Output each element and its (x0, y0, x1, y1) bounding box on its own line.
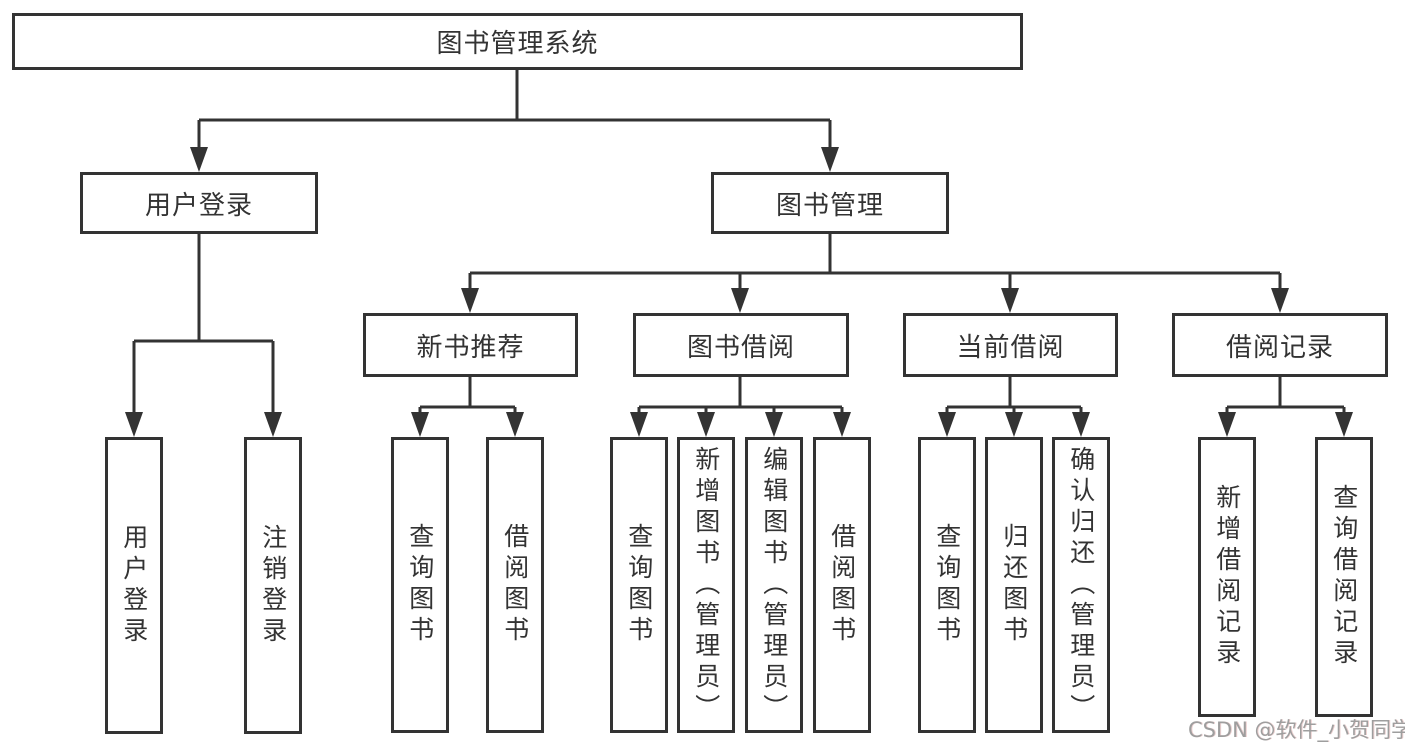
leaf-current-return-books: 归还图书 (985, 437, 1043, 733)
leaf-records-query-record-label: 查询借阅记录 (1329, 484, 1359, 670)
connector-bookborrow-to-leaves (637, 377, 844, 419)
leaf-borrow-add-books-admin-label: 新增图书（管理员） (691, 445, 721, 725)
leaf-borrow-borrow-books-label: 借阅图书 (827, 523, 857, 647)
leaf-records-add-record-label: 新增借阅记录 (1212, 484, 1242, 670)
node-new-book-recommend-label: 新书推荐 (416, 332, 525, 363)
leaf-logout: 注销登录 (244, 437, 302, 734)
arrow-down-icon (125, 412, 143, 437)
arrow-down-icon (1271, 288, 1289, 313)
leaf-records-add-record: 新增借阅记录 (1198, 437, 1256, 717)
arrow-down-icon (697, 412, 715, 437)
arrow-down-icon (765, 412, 783, 437)
node-book-management-module-label: 图书管理 (775, 190, 884, 221)
leaf-current-confirm-return-admin: 确认归还（管理员） (1052, 437, 1110, 733)
leaf-newrec-borrow-books: 借阅图书 (486, 437, 544, 733)
node-book-management-module: 图书管理 (711, 172, 949, 234)
arrow-down-icon (506, 412, 524, 437)
connector-records-to-leaves (1225, 377, 1346, 419)
leaf-borrow-edit-books-admin-label: 编辑图书（管理员） (759, 445, 789, 725)
arrow-down-icon (1218, 412, 1236, 437)
leaf-current-confirm-return-admin-label: 确认归还（管理员） (1066, 445, 1096, 725)
node-user-login-module-label: 用户登录 (144, 190, 253, 221)
leaf-user-login-label: 用户登录 (119, 523, 149, 648)
leaf-current-return-books-label: 归还图书 (999, 523, 1029, 647)
connector-newbook-to-leaves (418, 377, 517, 419)
leaf-newrec-query-books-label: 查询图书 (405, 523, 435, 647)
connector-root-to-level1 (197, 69, 832, 154)
arrow-down-icon (630, 412, 648, 437)
node-current-borrow: 当前借阅 (903, 313, 1118, 377)
leaf-current-query-books: 查询图书 (918, 437, 976, 733)
node-borrow-records-label: 借阅记录 (1225, 332, 1334, 363)
connector-lines (132, 69, 1346, 419)
leaf-borrow-borrow-books: 借阅图书 (813, 437, 871, 733)
node-borrow-records: 借阅记录 (1172, 313, 1388, 377)
node-root: 图书管理系统 (12, 13, 1023, 70)
leaf-borrow-add-books-admin: 新增图书（管理员） (677, 437, 735, 733)
node-user-login-module: 用户登录 (80, 172, 318, 234)
arrow-down-icon (264, 412, 282, 437)
leaf-borrow-query-books-label: 查询图书 (624, 523, 654, 647)
arrow-down-icon (833, 412, 851, 437)
leaf-current-query-books-label: 查询图书 (932, 523, 962, 647)
leaf-newrec-query-books: 查询图书 (391, 437, 449, 733)
arrowhead-icons (125, 147, 1353, 437)
leaf-records-query-record: 查询借阅记录 (1315, 437, 1373, 717)
node-new-book-recommend: 新书推荐 (363, 313, 578, 377)
connector-userlogin-to-leaves (132, 234, 275, 419)
node-book-borrow: 图书借阅 (633, 313, 849, 377)
node-current-borrow-label: 当前借阅 (956, 332, 1065, 363)
watermark: CSDN @软件_小贺同学 (1188, 718, 1405, 742)
leaf-logout-label: 注销登录 (258, 523, 288, 648)
leaf-user-login: 用户登录 (105, 437, 163, 734)
arrow-down-icon (461, 288, 479, 313)
arrow-down-icon (411, 412, 429, 437)
arrow-down-icon (938, 412, 956, 437)
arrow-down-icon (1001, 288, 1019, 313)
arrow-down-icon (821, 147, 839, 172)
arrow-down-icon (190, 147, 208, 172)
node-book-borrow-label: 图书借阅 (686, 332, 795, 363)
arrow-down-icon (1005, 412, 1023, 437)
leaf-newrec-borrow-books-label: 借阅图书 (500, 523, 530, 647)
arrow-down-icon (1335, 412, 1353, 437)
node-root-label: 图书管理系统 (436, 29, 599, 59)
leaf-borrow-query-books: 查询图书 (610, 437, 668, 733)
connector-bookmgmt-to-level2 (468, 234, 1282, 295)
arrow-down-icon (1072, 412, 1090, 437)
arrow-down-icon (731, 288, 749, 313)
leaf-borrow-edit-books-admin: 编辑图书（管理员） (745, 437, 803, 733)
